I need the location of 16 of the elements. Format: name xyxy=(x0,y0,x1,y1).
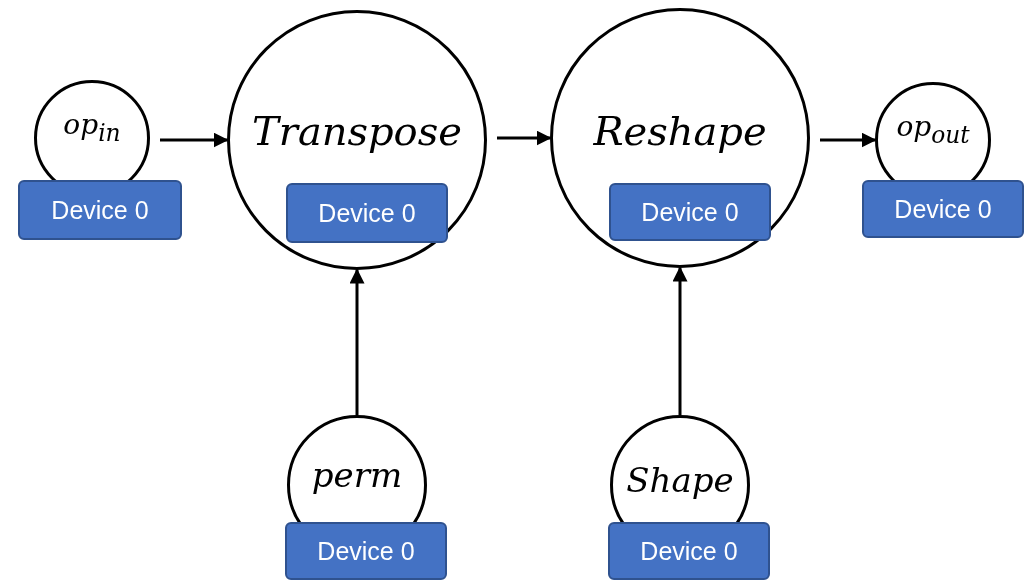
device-tag: Device 0 xyxy=(862,180,1024,238)
device-tag: Device 0 xyxy=(18,180,182,240)
node-label: Reshape xyxy=(592,108,768,154)
node-label: Transpose xyxy=(251,108,463,154)
device-tag: Device 0 xyxy=(285,522,447,580)
arrow xyxy=(497,130,552,146)
arrow xyxy=(349,268,365,415)
node-label: op$_{in}$ xyxy=(62,108,122,147)
arrow xyxy=(160,132,229,148)
node-label: perm xyxy=(310,455,404,495)
node-label: op$_{out}$ xyxy=(895,110,971,149)
device-tag: Device 0 xyxy=(286,183,448,243)
device-tag: Device 0 xyxy=(608,522,770,580)
device-tag: Device 0 xyxy=(609,183,771,241)
node-label: Shape xyxy=(625,460,735,500)
arrow xyxy=(820,132,877,148)
